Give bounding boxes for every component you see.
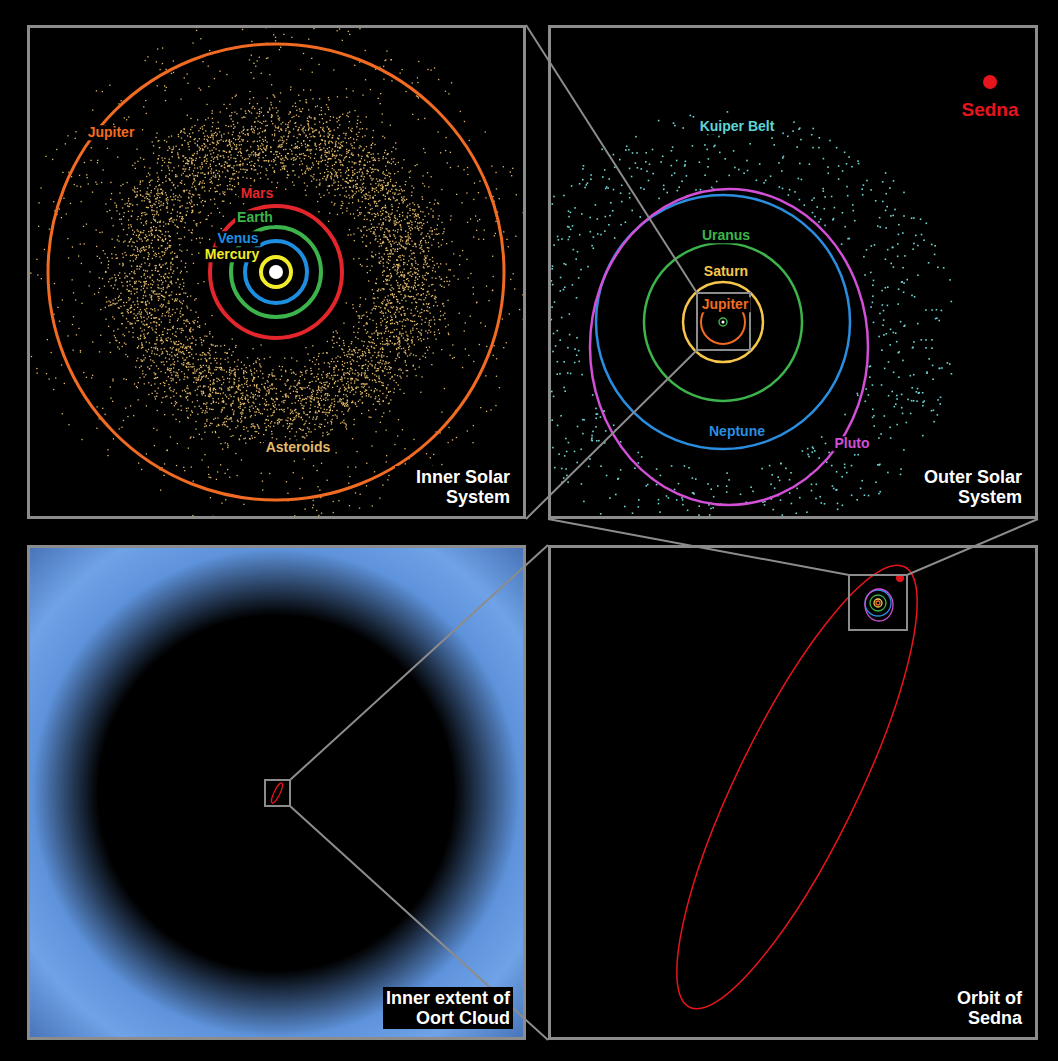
stage: {"diagram": { "nodes": [ {"text": ["Inne… [0, 0, 1058, 1061]
